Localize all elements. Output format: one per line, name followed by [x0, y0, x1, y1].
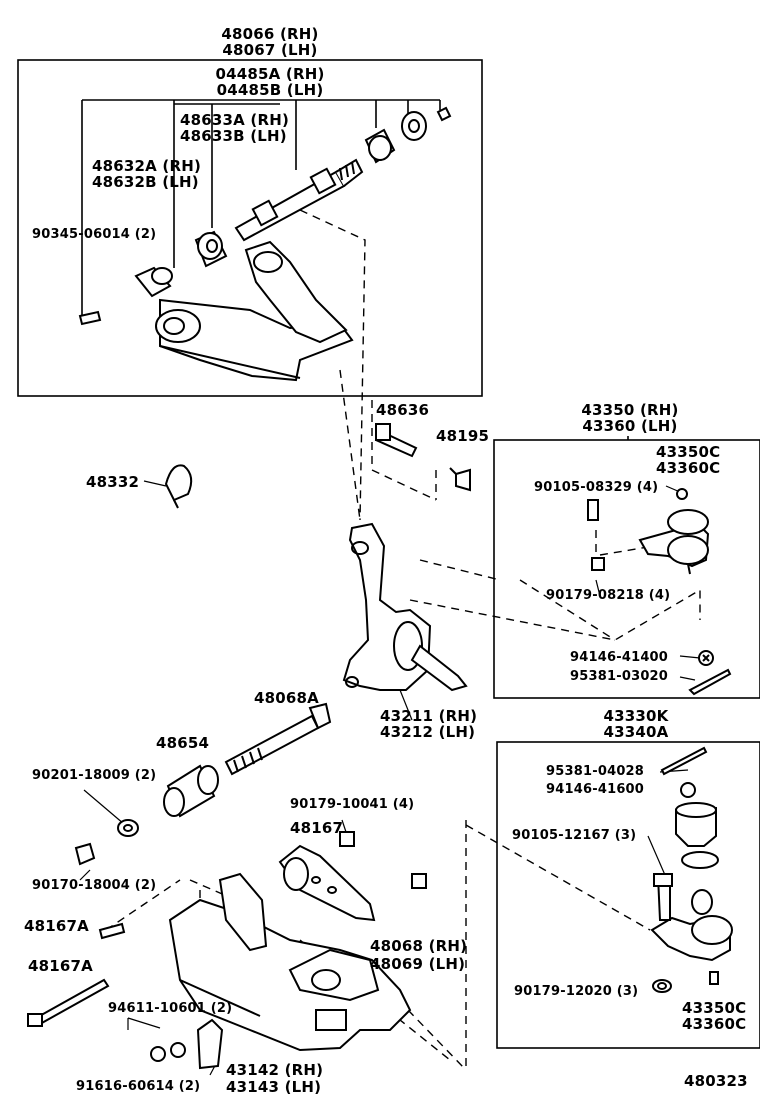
pin-48636[interactable] — [374, 423, 418, 458]
upper-arm-shaft[interactable] — [234, 158, 364, 242]
label-bracket-lh: 43143 (LH) — [226, 1078, 322, 1096]
label-bolt-94611: 94611-10601 (2) — [108, 1001, 233, 1016]
bracket-43142[interactable] — [196, 1018, 224, 1070]
label-bush-48632-lh: 48632B (LH) — [92, 173, 199, 191]
label-nut-90179-12020: 90179-12020 (3) — [514, 984, 639, 999]
label-upper-arm-lh: 48067 (LH) — [222, 41, 318, 59]
nut-91616[interactable] — [150, 1042, 186, 1062]
label-bush-48632-rh: 48632A (RH) — [92, 157, 202, 175]
label-knuckle-lh: 43212 (LH) — [380, 723, 476, 741]
label-nut-90179-10041: 90179-10041 (4) — [290, 797, 415, 812]
label-bumper-48332: 48332 — [86, 473, 140, 491]
label-bush-48654: 48654 — [156, 734, 210, 752]
bush-bracket — [174, 103, 280, 228]
label-nut-94146-41600: 94146-41600 — [546, 782, 645, 797]
label-strut-48167: 48167 — [290, 819, 344, 837]
upper-ball-joint-frame — [493, 439, 760, 699]
lower-ball-joint-small-nut[interactable] — [709, 971, 719, 985]
label-ball-lower-lh: 43340A — [603, 723, 669, 741]
label-nut-94146-41400: 94146-41400 — [570, 650, 669, 665]
bumper-48332[interactable] — [164, 464, 193, 509]
label-ball-c-upper-1: 43350C — [656, 443, 721, 461]
lower-cotter-pin[interactable] — [660, 746, 708, 776]
lower-ball-joint-frame — [496, 741, 760, 1049]
upper-cotter-pin[interactable] — [688, 668, 732, 696]
lower-ball-ring[interactable] — [681, 851, 719, 869]
label-bush-48633-lh: 48633B (LH) — [180, 127, 287, 145]
label-ball-c-lower-2: 43360C — [682, 1015, 747, 1033]
upper-control-arm[interactable] — [155, 240, 354, 382]
label-shaft-kit-rh: 04485A (RH) — [215, 65, 325, 83]
upper-ball-nut[interactable] — [591, 557, 605, 571]
label-bracket-rh: 43142 (RH) — [226, 1061, 324, 1079]
bolt-48167a-short[interactable] — [98, 922, 126, 940]
lower-ball-bolt[interactable] — [653, 873, 673, 921]
clip-48195[interactable] — [449, 467, 471, 492]
nut-lower-right[interactable] — [411, 873, 427, 889]
upper-ball-joint[interactable] — [638, 509, 710, 575]
nut-90170[interactable] — [74, 842, 96, 866]
label-knuckle-rh: 43211 (RH) — [380, 707, 478, 725]
label-ball-upper-lh: 43360 (LH) — [582, 417, 678, 435]
upper-bushing-right[interactable] — [364, 128, 396, 164]
lower-castle-nut[interactable] — [680, 782, 696, 798]
label-ball-upper-rh: 43350 (RH) — [581, 401, 679, 419]
upper-bushing-48632[interactable] — [134, 266, 173, 298]
label-pin-95381-03020: 95381-03020 — [570, 669, 669, 684]
bolt-48167a-long[interactable] — [27, 978, 110, 1027]
shaft-kit-bracket — [81, 99, 441, 318]
label-bolt-48167a-1: 48167A — [24, 917, 89, 935]
upper-arm-bolt[interactable] — [78, 310, 102, 326]
label-nut-91616: 91616-60614 (2) — [76, 1079, 201, 1094]
dashed-assembly-lines — [105, 209, 701, 1071]
label-bolt-48167a-2: 48167A — [28, 957, 93, 975]
strut-48167[interactable] — [278, 844, 376, 922]
shaft-end-bolt[interactable] — [436, 106, 452, 122]
lower-control-arm[interactable] — [168, 872, 412, 1052]
label-washer-90201: 90201-18009 (2) — [32, 768, 157, 783]
label-ball-c-lower-1: 43350C — [682, 999, 747, 1017]
label-bush-48633-rh: 48633A (RH) — [180, 111, 290, 129]
label-bolt-90105-12167: 90105-12167 (3) — [512, 828, 637, 843]
steering-knuckle[interactable] — [342, 522, 468, 692]
label-upper-arm-rh: 48066 (RH) — [221, 25, 319, 43]
lower-ball-boot[interactable] — [675, 802, 717, 847]
upper-castle-nut[interactable] — [698, 650, 714, 666]
label-nut-90179-08218: 90179-08218 (4) — [546, 588, 671, 603]
lower-ball-joint[interactable] — [650, 889, 733, 962]
label-clip-48195: 48195 — [436, 427, 490, 445]
lower-ball-nut[interactable] — [652, 979, 672, 993]
label-ball-lower-rh: 43330K — [603, 707, 669, 725]
upper-ball-joint-nut-small[interactable] — [676, 488, 688, 500]
label-lower-arm-lh: 48069 (LH) — [370, 955, 466, 973]
label-bolt-48068a: 48068A — [254, 689, 319, 707]
upper-bushing-washer[interactable] — [401, 111, 427, 141]
upper-ball-bolt[interactable] — [587, 499, 599, 521]
label-pin-48636: 48636 — [376, 401, 430, 419]
label-bolt-90105-08329: 90105-08329 (4) — [534, 480, 659, 495]
label-shaft-kit-lh: 04485B (LH) — [216, 81, 324, 99]
bolt-48068a[interactable] — [224, 702, 332, 776]
washer-90201[interactable] — [117, 819, 139, 837]
diagram-id: 480323 — [684, 1072, 748, 1090]
upper-arm-frame — [17, 59, 483, 397]
label-ball-c-upper-2: 43360C — [656, 459, 721, 477]
nut-90179-10041[interactable] — [339, 831, 355, 847]
label-pin-95381-04028: 95381-04028 — [546, 764, 645, 779]
upper-bushing-48633[interactable] — [194, 230, 228, 268]
bushing-48654[interactable] — [163, 764, 219, 818]
label-nut-90170: 90170-18004 (2) — [32, 878, 157, 893]
label-bolt-90345: 90345-06014 (2) — [32, 227, 157, 242]
label-lower-arm-rh: 48068 (RH) — [370, 937, 468, 955]
